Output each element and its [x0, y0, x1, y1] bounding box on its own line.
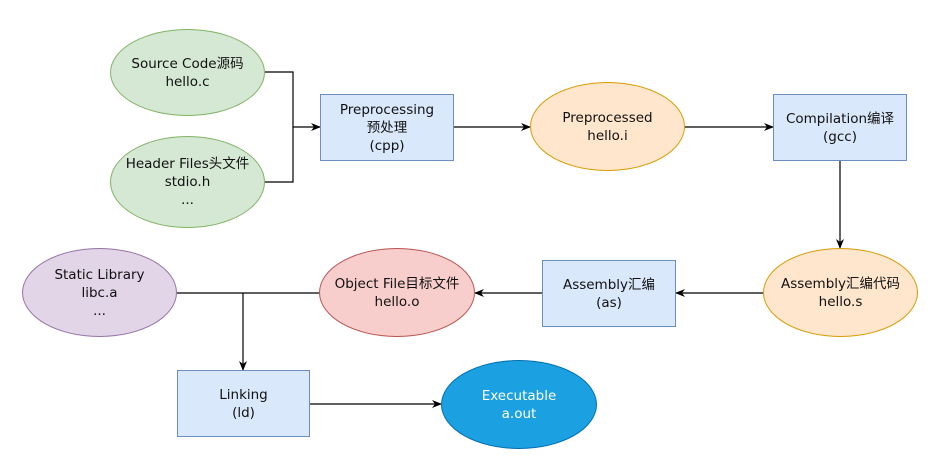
static-library-file: libc.a: [81, 284, 118, 301]
static-library-label: Static Library: [54, 266, 145, 283]
preprocessed-file: hello.i: [587, 127, 628, 144]
linking-node: Linking (ld): [177, 370, 310, 437]
static-library-ellipsis: ...: [93, 302, 106, 319]
assembly-tool: (as): [596, 294, 622, 311]
header-files-ellipsis: ...: [181, 192, 194, 208]
header-files-file: stdio.h: [164, 174, 211, 190]
source-code-node: Source Code源码 hello.c: [110, 29, 265, 116]
linking-label: Linking: [219, 386, 268, 403]
object-file-file: hello.o: [374, 293, 420, 310]
object-file-node: Object File目标文件 hello.o: [319, 248, 475, 337]
preprocessing-tool: (cpp): [369, 137, 405, 154]
source-code-file: hello.c: [165, 73, 210, 90]
assembly-code-file: hello.s: [818, 293, 863, 310]
assembly-label: Assembly汇编: [562, 276, 656, 293]
source-code-label: Source Code源码: [131, 55, 244, 72]
preprocessed-label: Preprocessed: [562, 109, 653, 126]
assembly-code-label: Assembly汇编代码: [780, 275, 901, 292]
static-library-node: Static Library libc.a ...: [22, 248, 177, 337]
executable-label: Executable: [481, 387, 557, 404]
preprocessing-label: Preprocessing: [339, 101, 435, 118]
object-file-label: Object File目标文件: [334, 275, 460, 292]
assembly-node: Assembly汇编 (as): [542, 260, 676, 327]
compilation-tool: (gcc): [823, 128, 857, 145]
edge-header-to-preprocessing: [265, 127, 294, 183]
linking-tool: (ld): [232, 404, 255, 421]
edge-source-to-preprocessing: [265, 71, 321, 131]
header-files-label: Header Files头文件: [125, 156, 250, 172]
executable-file: a.out: [501, 405, 537, 422]
preprocessing-label-cn: 预处理: [366, 119, 408, 136]
assembly-code-node: Assembly汇编代码 hello.s: [763, 248, 918, 337]
preprocessing-node: Preprocessing 预处理 (cpp): [320, 94, 454, 161]
compilation-label: Compilation编译: [785, 110, 895, 127]
executable-node: Executable a.out: [441, 360, 597, 449]
header-files-node: Header Files头文件 stdio.h ...: [110, 136, 265, 228]
preprocessed-node: Preprocessed hello.i: [530, 82, 685, 171]
compilation-node: Compilation编译 (gcc): [773, 94, 907, 161]
